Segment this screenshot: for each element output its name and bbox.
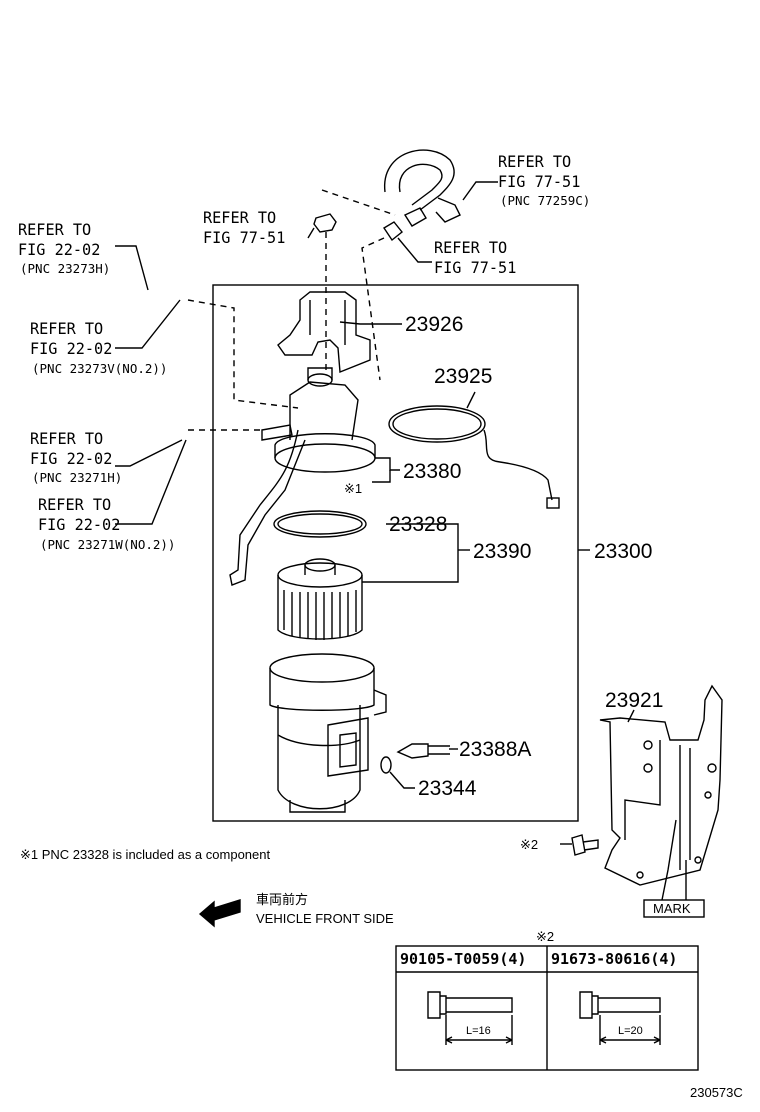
filter-head-illustration (229, 367, 376, 586)
ref-mid-top-line2: FIG 77-51 (203, 228, 286, 247)
ref-top-right-line2: FIG 77-51 (498, 172, 581, 191)
ref-left-1-line2: FIG 22-02 (18, 240, 101, 259)
mark-label: MARK (653, 901, 691, 916)
hose-clip (383, 221, 403, 242)
bracket-23926-illustration (277, 291, 371, 374)
filter-element-illustration (277, 558, 363, 640)
hose-illustration (384, 149, 461, 227)
ref-left-4-line1: REFER TO (38, 495, 112, 514)
dashed-guides (187, 189, 396, 431)
table-bolt-illustration-1 (427, 991, 513, 1045)
ref-left-2-line1: REFER TO (30, 319, 104, 338)
ref-right-clip-line1: REFER TO (434, 238, 508, 257)
part-23328: 23328 (389, 513, 448, 536)
part-23300: 23300 (594, 540, 653, 563)
part-23380-note: ※1 (344, 481, 363, 496)
o-ring-23328-illustration (273, 510, 367, 538)
ref-left-3-line2: FIG 22-02 (30, 449, 113, 468)
part-23380: 23380 (403, 460, 462, 483)
vehicle-front-arrow (198, 899, 241, 928)
part-23921: 23921 (605, 689, 664, 712)
ref-left-2-line2: FIG 22-02 (30, 339, 113, 358)
assembly-box (212, 284, 579, 822)
sensor-23925-illustration (388, 405, 560, 509)
bolt-table-frame (395, 945, 699, 1071)
ref-mid-top-line1: REFER TO (203, 208, 277, 227)
bolt-illustration (571, 834, 599, 856)
bolt-table-part-1: 90105-T0059(4) (400, 950, 527, 968)
ref-top-right-line1: REFER TO (498, 152, 572, 171)
part-23344: 23344 (418, 777, 477, 800)
ref-left-4-pnc: (PNC 23271W(NO.2)) (40, 537, 176, 552)
filter-bowl-illustration (269, 653, 387, 813)
ref-left-1-line1: REFER TO (18, 220, 92, 239)
drain-plug-illustration (380, 743, 450, 774)
top-clip (313, 213, 337, 233)
bolt-table-length-2: L=20 (618, 1025, 643, 1037)
vehicle-front-en: VEHICLE FRONT SIDE (256, 911, 394, 926)
ref-left-1-pnc: (PNC 23273H) (20, 261, 111, 276)
part-23926: 23926 (405, 313, 464, 336)
ref-left-4-line2: FIG 22-02 (38, 515, 121, 534)
part-23388A: 23388A (459, 738, 532, 761)
bolt-ref-note: ※2 (520, 837, 539, 852)
ref-top-right-pnc: (PNC 77259C) (500, 193, 591, 208)
ref-right-clip-line2: FIG 77-51 (434, 258, 517, 277)
ref-left-2-pnc: (PNC 23273V(NO.2)) (32, 361, 168, 376)
table-ref-note: ※2 (536, 929, 555, 944)
table-bolt-illustration-2 (579, 991, 661, 1045)
bolt-table-length-1: L=16 (466, 1025, 491, 1037)
leader-lines (115, 181, 687, 901)
figure-id: 230573C (690, 1085, 743, 1100)
bolt-table-part-2: 91673-80616(4) (551, 950, 678, 968)
vehicle-front-jp: 車両前方 (256, 892, 309, 907)
mark-box (643, 899, 705, 918)
component-note: ※1 PNC 23328 is included as a component (20, 847, 271, 862)
ref-left-3-line1: REFER TO (30, 429, 104, 448)
ref-left-3-pnc: (PNC 23271H) (32, 470, 123, 485)
part-23390: 23390 (473, 540, 532, 563)
part-23925: 23925 (434, 365, 493, 388)
bracket-23921-illustration (599, 684, 723, 886)
